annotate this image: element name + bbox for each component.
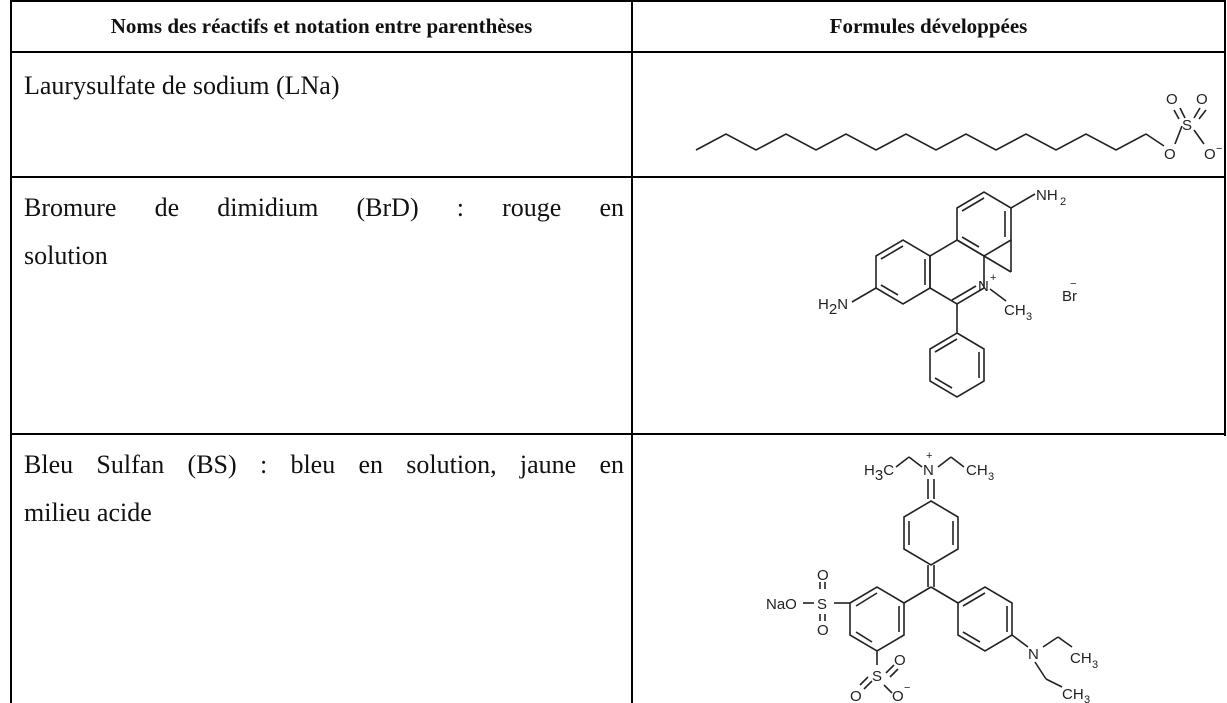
table-border-right — [1224, 0, 1226, 436]
reagent-name-brd: Bromure de dimidium (BrD) : rouge en sol… — [24, 184, 624, 280]
atom-s: S — [817, 596, 827, 613]
charge-plus: + — [926, 450, 932, 462]
atom-n-plus: N — [978, 278, 989, 295]
atom-n-plus: N — [923, 462, 934, 479]
alkyl-chain — [695, 133, 1165, 151]
reagent-name-line: milieu acide — [24, 498, 152, 527]
table-rule-row1 — [10, 176, 1226, 178]
sodium-oxide-naO: NaO — [766, 596, 797, 613]
table-column-divider — [631, 0, 633, 703]
formula-brd: NH 2 H2N N + CH 3 Br − — [818, 187, 1077, 398]
subscript: 3 — [988, 471, 994, 483]
subscript: 2 — [1060, 196, 1066, 208]
reagent-name-bs: Bleu Sulfan (BS) : bleu en solution, jau… — [24, 441, 624, 537]
charge-minus: − — [904, 682, 910, 694]
reagent-name-line: solution — [24, 241, 108, 270]
header-names: Noms des réactifs et notation entre pare… — [110, 13, 533, 38]
charge-plus: + — [990, 272, 996, 284]
ethyl-h3c: H3C — [864, 462, 894, 484]
ethyl-ch3: CH — [1062, 686, 1084, 703]
atom-o: O — [894, 652, 906, 669]
methyl-ch3: CH — [1004, 302, 1026, 319]
subscript: 3 — [1026, 311, 1032, 323]
bromide-br: Br — [1062, 288, 1077, 305]
reagent-name-lna: Laurysulfate de sodium (LNa) — [24, 62, 624, 110]
subscript: 3 — [1084, 694, 1090, 703]
atom-o: O — [850, 688, 862, 703]
table-border-top — [10, 0, 1226, 2]
reagent-name-line: Bleu Sulfan (BS) : bleu en solution, jau… — [24, 450, 624, 479]
reagent-name-line: Laurysulfate de sodium (LNa) — [24, 71, 340, 100]
amine-h2n: H2N — [818, 296, 848, 318]
atom-o: O — [1164, 146, 1176, 163]
atom-s: S — [1182, 117, 1192, 134]
atom-o: O — [1196, 91, 1208, 108]
reagent-name-line: Bromure de dimidium (BrD) : rouge en — [24, 193, 624, 222]
atom-s: S — [872, 668, 882, 685]
atom-o-minus: O — [892, 688, 904, 703]
charge-minus: − — [1070, 278, 1076, 290]
table-border-left — [10, 0, 12, 703]
formula-bs: H3C N + CH 3 NaO S O O S O O O − — [766, 450, 1098, 703]
atom-o: O — [817, 622, 829, 639]
atom-o: O — [1166, 91, 1178, 108]
table-rule-header — [10, 51, 1226, 53]
atom-o: O — [817, 567, 829, 584]
table-rule-row2 — [10, 433, 1226, 435]
subscript: 3 — [1092, 659, 1098, 671]
charge-minus: − — [1216, 143, 1222, 155]
methyl-ch3: CH — [966, 462, 988, 479]
amine-nh2: NH — [1036, 187, 1058, 204]
reagent-table: Noms des réactifs et notation entre pare… — [10, 0, 1226, 703]
ethyl-ch3: CH — [1070, 650, 1092, 667]
formula-lna: O O O S O − Na + — [695, 91, 1222, 163]
atom-o-minus: O — [1204, 146, 1216, 163]
header-formulas: Formules développées — [829, 13, 1028, 38]
atom-n: N — [1028, 646, 1039, 663]
